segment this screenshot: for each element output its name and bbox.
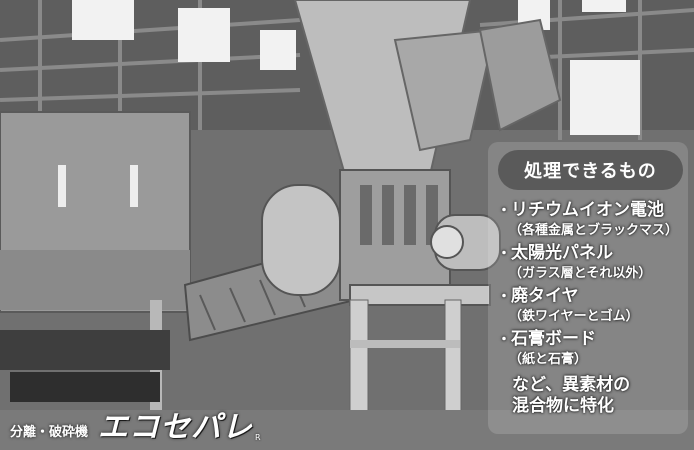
info-title: 処理できるもの bbox=[498, 150, 683, 190]
closing-line-2: 混合物に特化 bbox=[512, 396, 614, 416]
registered-mark: R bbox=[255, 433, 261, 442]
item-detail: （ガラス層とそれ以外） bbox=[509, 266, 652, 281]
list-item: リチウムイオン電池 （各種金属とブラックマス） bbox=[497, 200, 691, 239]
item-detail: （鉄ワイヤーとゴム） bbox=[509, 309, 639, 324]
item-name: 太陽光パネル bbox=[497, 243, 691, 265]
closing-line-1: など、異素材の bbox=[512, 375, 631, 395]
caption-label: 分離・破砕機 bbox=[10, 425, 89, 440]
item-detail: （紙と石膏） bbox=[509, 352, 588, 367]
item-detail: （各種金属とブラックマス） bbox=[509, 223, 679, 238]
list-item: 石膏ボード （紙と石膏） bbox=[497, 329, 691, 368]
list-item: 太陽光パネル （ガラス層とそれ以外） bbox=[497, 243, 691, 282]
info-closing: など、異素材の 混合物に特化 bbox=[512, 375, 630, 417]
info-list: リチウムイオン電池 （各種金属とブラックマス） 太陽光パネル （ガラス層とそれ以… bbox=[497, 200, 691, 372]
product-caption: 分離・破砕機 エコセパレ R bbox=[10, 410, 261, 446]
item-name: 廃タイヤ bbox=[497, 286, 691, 308]
item-name: リチウムイオン電池 bbox=[497, 200, 691, 222]
list-item: 廃タイヤ （鉄ワイヤーとゴム） bbox=[497, 286, 691, 325]
product-name: エコセパレ bbox=[98, 410, 254, 445]
item-name: 石膏ボード bbox=[497, 329, 691, 351]
